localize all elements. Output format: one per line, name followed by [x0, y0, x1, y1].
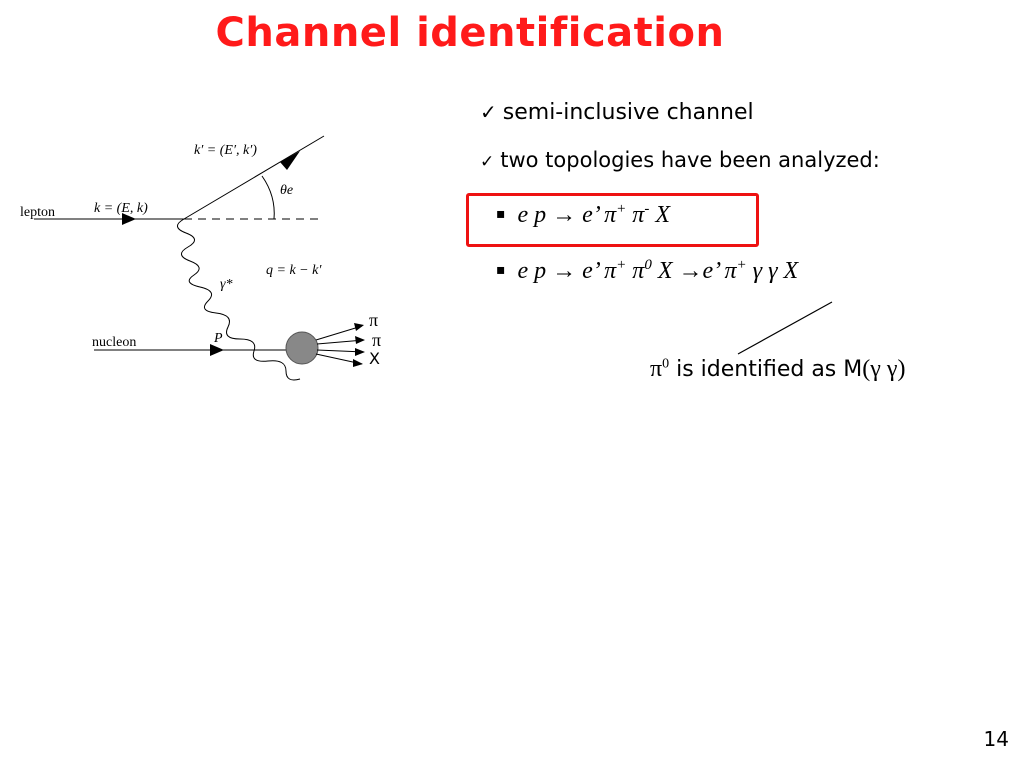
theta-arc: [261, 175, 275, 220]
check-item-semi-inclusive: ✓semi-inclusive channel: [480, 100, 754, 125]
check-text: two topologies have been analyzed:: [500, 148, 880, 172]
hadron-out-1: [315, 325, 363, 341]
k-prime-label: k′ = (E′, k′): [194, 143, 257, 158]
theta-label: θe: [280, 183, 293, 198]
nucleon-arrow: [210, 344, 224, 356]
highlight-box: [466, 193, 759, 247]
topology-item-1: ▪e p → e’ π+ π- X: [496, 201, 670, 228]
hadron-blob: [285, 331, 319, 365]
out-pi-1-label: π: [369, 310, 378, 330]
gamma-star-label: γ*: [220, 277, 233, 292]
out-x-label: X: [369, 349, 380, 368]
check-icon: ✓: [480, 100, 497, 124]
scattered-lepton-arrow: [280, 151, 300, 170]
nucleon-label: nucleon: [92, 335, 136, 350]
k-label: k = (E, k): [94, 201, 148, 216]
p-label: P: [213, 331, 223, 346]
photon-wavy-line: [177, 218, 301, 381]
scattered-lepton-line: [183, 135, 325, 220]
check-text: semi-inclusive channel: [502, 100, 754, 125]
out-pi-2-label: π: [372, 330, 381, 350]
q-label: q = k − k′: [266, 263, 322, 278]
pi0-note: π0 is identified as M(γ γ): [650, 356, 906, 382]
slide-title: Channel identification: [215, 10, 725, 56]
square-bullet-icon: ▪: [496, 262, 506, 278]
square-bullet-icon: ▪: [496, 206, 506, 222]
lepton-arrow: [122, 213, 136, 225]
check-item-topologies: ✓two topologies have been analyzed:: [480, 148, 880, 172]
topology-item-2: ▪e p → e’ π+ π0 X →e’ π+ γ γ X: [496, 257, 799, 284]
page-number: 14: [983, 727, 1009, 751]
check-icon: ✓: [480, 152, 495, 172]
lepton-label: lepton: [20, 205, 55, 220]
scattering-diagram: lepton nucleon k′ = (E′, k′) k = (E, k) …: [20, 135, 381, 381]
